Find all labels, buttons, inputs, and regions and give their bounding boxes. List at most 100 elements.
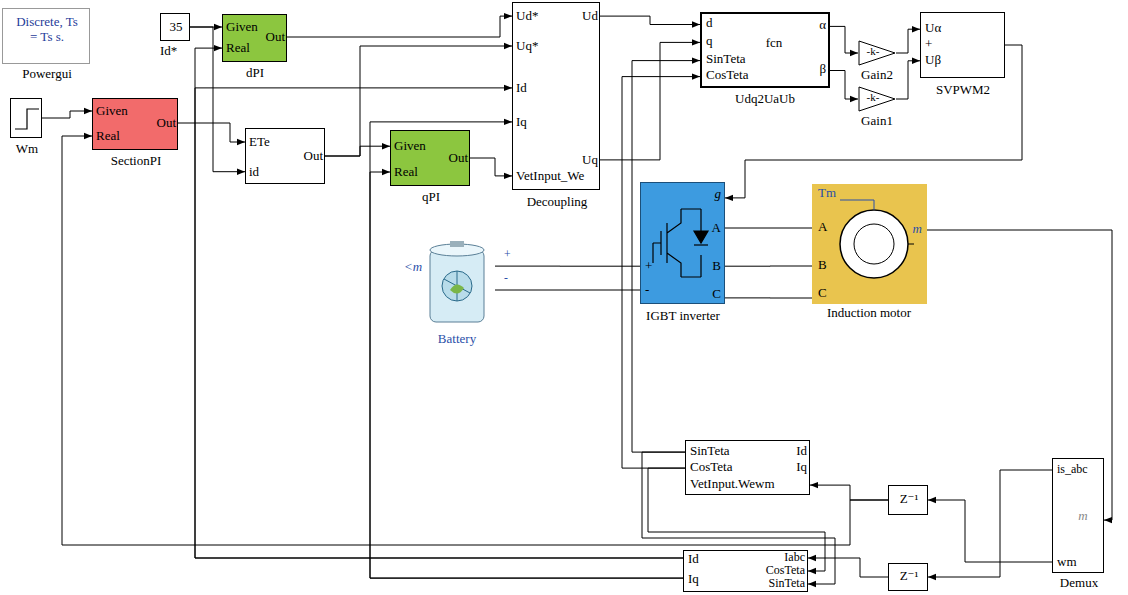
signal-wire (370, 172, 683, 578)
port-label: <m (404, 260, 422, 275)
block-name: qPI (422, 190, 440, 205)
signal-wire (830, 71, 858, 100)
port-label: Given (226, 20, 258, 35)
port-label: Uα (925, 21, 941, 36)
signal-label: Id* (160, 44, 177, 59)
theta-block: SinTetaCosTetaVetInput.WewmIdIq (685, 440, 810, 495)
port-label: wm (1057, 555, 1077, 570)
gain-block: -k-Gain1 (858, 86, 896, 112)
port-label: Given (96, 104, 128, 119)
port-label: A (712, 221, 721, 236)
signal-wire (725, 45, 1022, 198)
port-label: 35 (170, 20, 183, 35)
signal-wire (195, 88, 683, 558)
signal-wire (725, 266, 812, 267)
induction-motor: TmABCmInduction motor (812, 184, 927, 304)
port-label: fcn (766, 36, 783, 51)
port-label: SinTeta (706, 52, 746, 67)
port-label: Z⁻¹ (900, 569, 919, 584)
decoupling-block: Ud*Uq*IdIqVetInput_WeUdUqDecoupling (512, 2, 600, 190)
port-label: Iq (796, 460, 807, 475)
port-label: Ud (582, 9, 598, 24)
port-label: CosTeta (766, 564, 805, 578)
port-label: d (706, 16, 713, 31)
port-label: Real (96, 129, 120, 144)
port-label: Tm (818, 186, 836, 201)
block-name: IGBT inverter (646, 309, 720, 324)
svpwm-block: Uα+UβSVPWM2 (920, 12, 1005, 78)
port-label: B (818, 258, 827, 273)
port-label: β (819, 62, 826, 77)
signal-wire (42, 111, 92, 118)
mot-drawing (812, 184, 927, 304)
port-label: Z⁻¹ (900, 492, 919, 507)
igbt-inverter: g+-ABCIGBT inverter (640, 182, 725, 304)
port-label: + (645, 259, 652, 274)
solver-block: Discrete, Ts = Ts s.Powergui (2, 8, 90, 64)
function-block: dqSinTetaCosTetafcnαβUdq2UaUb (700, 12, 830, 88)
port-label: C (712, 287, 721, 302)
block-name: Battery (438, 332, 476, 347)
port-label: VetInput.Wewm (690, 477, 775, 492)
port-label: Out (266, 30, 286, 45)
port-label: α (819, 18, 826, 33)
signal-wire (495, 266, 640, 267)
signal-wire (178, 123, 245, 142)
port-label: Discrete, Ts = Ts s. (14, 15, 80, 45)
port-label: Out (157, 116, 177, 131)
pi-controller: GivenRealOutdPI (222, 14, 287, 62)
port-label: Iq (516, 115, 527, 130)
port-label: Out (449, 151, 469, 166)
signal-wire (62, 136, 888, 545)
port-label: is_abc (1057, 463, 1088, 477)
step-drawing (11, 99, 43, 139)
port-label: ETe (249, 135, 270, 150)
port-label: -k- (867, 91, 880, 104)
signal-wire (325, 146, 390, 156)
signal-wire (725, 228, 812, 229)
port-label: CosTeta (706, 68, 748, 83)
port-label: Uq (582, 153, 598, 168)
port-label: Id (688, 552, 699, 567)
block-name: Gain1 (861, 114, 893, 129)
port-label: id (249, 165, 259, 180)
port-label: Ud* (516, 9, 538, 24)
unit-delay: Z⁻¹ (888, 563, 928, 591)
unit-delay: Z⁻¹ (888, 485, 928, 515)
port-label: g (715, 187, 722, 202)
demux-block: is_abcmwmDemux (1052, 458, 1104, 573)
port-label: SinTeta (690, 444, 730, 459)
signal-wire (810, 485, 888, 500)
signal-wire (830, 26, 858, 53)
port-label: Id (796, 444, 807, 459)
signal-wire (896, 29, 920, 53)
port-label: C (818, 286, 827, 301)
port-label: - (645, 283, 649, 298)
port-label: -k- (867, 45, 880, 58)
signal-wire (470, 158, 512, 176)
port-label: Uq* (516, 39, 538, 54)
port-label: Iabc (784, 551, 805, 565)
signal-wire (928, 500, 1052, 562)
gain-block: -k-Gain2 (858, 40, 896, 66)
port-label: A (818, 220, 827, 235)
step-source: Wm (10, 98, 42, 138)
block-name: SVPWM2 (936, 83, 990, 98)
signal-wire (725, 297, 812, 298)
block-name: SectionPI (111, 154, 162, 169)
port-label: Real (226, 41, 250, 56)
battery-symbol: <m+-Battery (420, 240, 495, 330)
port-label: m (1078, 509, 1087, 524)
port-label: Out (304, 149, 324, 164)
port-label: Given (394, 139, 426, 154)
port-label: B (712, 259, 721, 274)
block-name: Induction motor (827, 306, 911, 321)
block-name: Udq2UaUb (735, 92, 795, 107)
port-label: Uβ (925, 53, 941, 68)
signal-wire (600, 16, 700, 24)
block-name: dPI (246, 66, 264, 81)
port-label: Iq (688, 572, 699, 587)
signal-wire (928, 470, 1052, 577)
port-label: Id (516, 81, 527, 96)
